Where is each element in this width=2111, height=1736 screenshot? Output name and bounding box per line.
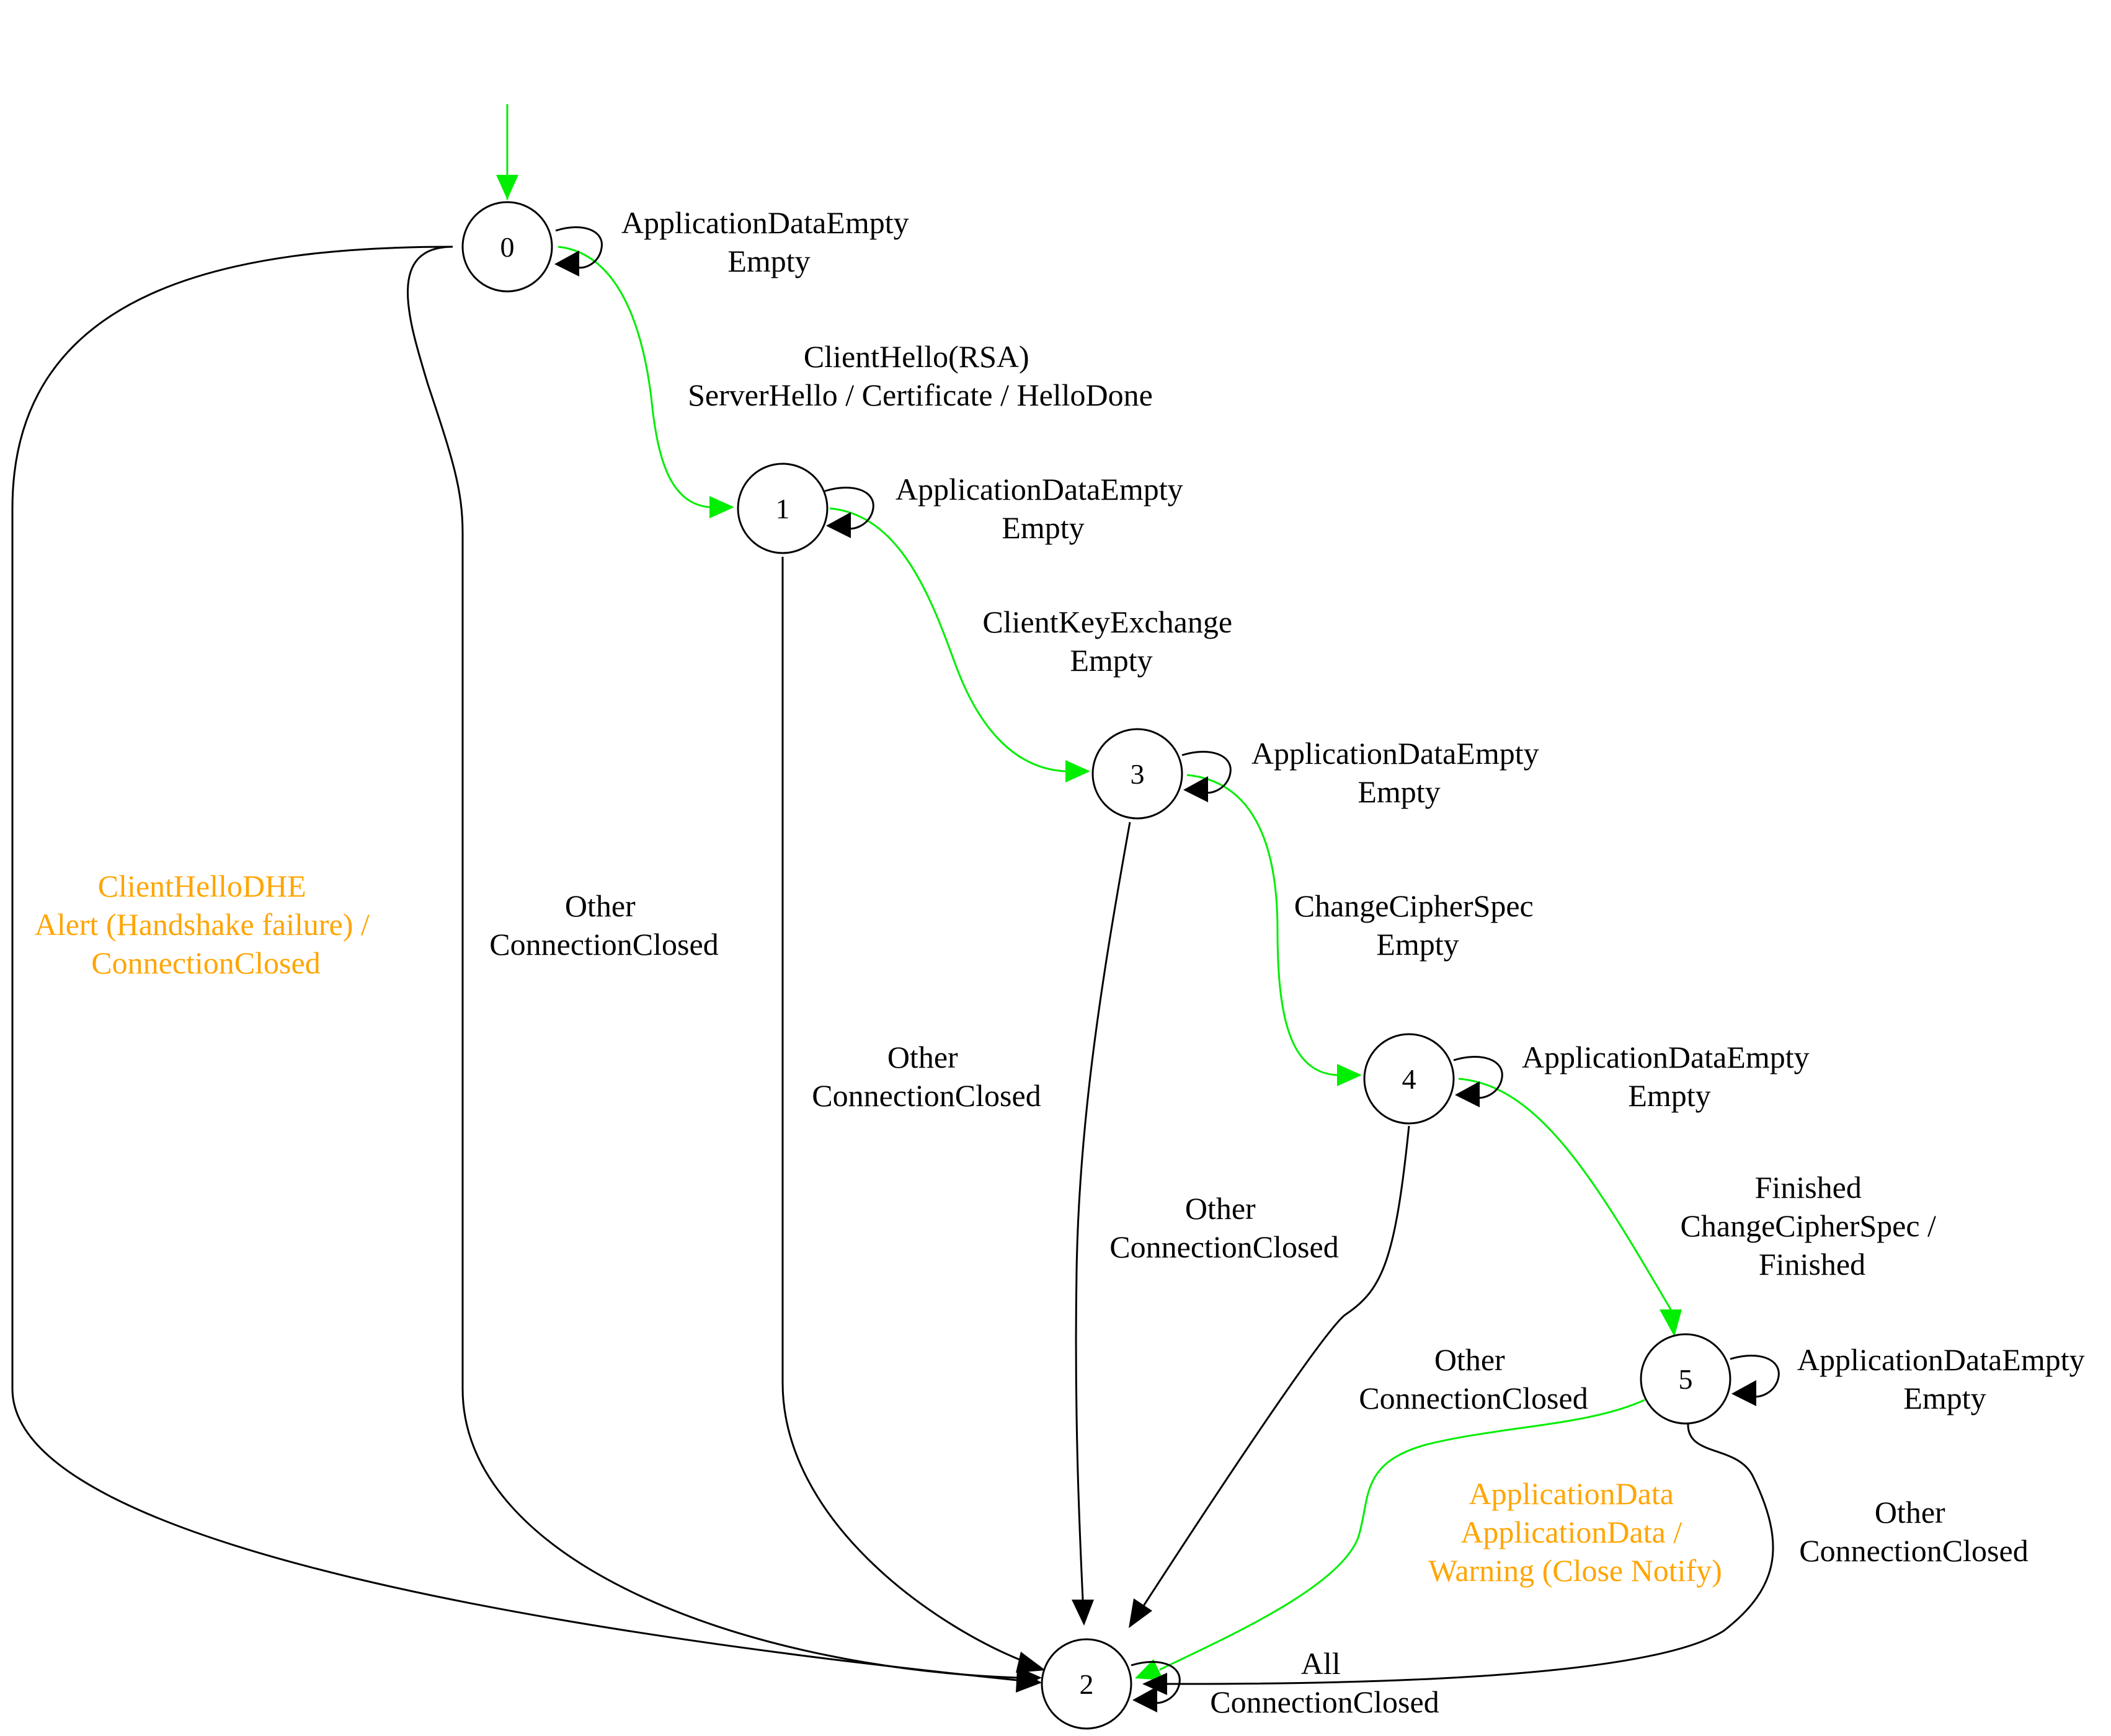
- edge-label-5-to-2-appdata: ApplicationData ApplicationData / Warnin…: [1428, 1476, 1722, 1588]
- state-label: 0: [500, 231, 515, 263]
- state-node-5: 5: [1640, 1333, 1731, 1425]
- edge-label-1-loop: ApplicationDataEmpty Empty: [896, 472, 1191, 545]
- edge-label-1-to-3: ClientKeyExchange Empty: [982, 604, 1240, 678]
- self-loop-1-arrowhead: [826, 512, 851, 538]
- self-loop-0-arrowhead: [554, 250, 579, 277]
- state-node-1: 1: [737, 463, 829, 554]
- edge-label-3-to-4: ChangeCipherSpec Empty: [1294, 888, 1542, 962]
- state-node-0: 0: [461, 201, 553, 293]
- edge-5-to-2-appdata: [1159, 1399, 1645, 1671]
- edge-label-0-loop: ApplicationDataEmpty Empty: [621, 205, 917, 278]
- state-node-4: 4: [1363, 1033, 1455, 1125]
- edge-5-to-2-other-arrowhead: [1142, 1673, 1167, 1695]
- edge-0-to-2-other: [407, 246, 1018, 1679]
- edge-5-to-2-other: [1167, 1423, 1774, 1685]
- edge-4-to-5: [1458, 1078, 1672, 1310]
- edge-label-5-to-2-other: Other ConnectionClosed: [1799, 1495, 2028, 1568]
- edge-4-to-2: [1142, 1125, 1410, 1606]
- state-label: 4: [1402, 1063, 1416, 1095]
- self-loop-1: [824, 487, 874, 530]
- edge-label-3-to-2: Other ConnectionClosed: [1109, 1191, 1338, 1264]
- edge-1-to-3: [829, 507, 1066, 773]
- edge-1-to-2: [781, 557, 1025, 1663]
- edge-label-4-to-5: Finished ChangeCipherSpec / Finished: [1681, 1170, 1944, 1282]
- edge-label-4-to-2: Other ConnectionClosed: [1359, 1342, 1588, 1415]
- edge-4-to-2-arrowhead: [1129, 1598, 1152, 1628]
- self-loop-4-arrowhead: [1455, 1081, 1480, 1107]
- edge-0-to-1-arrowhead: [709, 496, 734, 518]
- self-loop-4: [1453, 1056, 1503, 1099]
- edge-label-3-loop: ApplicationDataEmpty Empty: [1251, 736, 1547, 809]
- state-label: 3: [1131, 758, 1145, 790]
- self-loop-5-arrowhead: [1731, 1380, 1756, 1406]
- self-loop-2: [1131, 1661, 1181, 1704]
- state-label: 2: [1080, 1668, 1094, 1700]
- self-loop-3-arrowhead: [1183, 776, 1208, 802]
- edge-3-to-2: [1075, 822, 1131, 1600]
- edge-label-5-loop: ApplicationDataEmpty Empty: [1797, 1342, 2092, 1415]
- state-label: 1: [776, 493, 790, 525]
- self-loop-5: [1730, 1355, 1780, 1398]
- edge-1-to-3-arrowhead: [1065, 760, 1090, 782]
- edge-label-0-to-1: ClientHello(RSA) ServerHello / Certifica…: [688, 339, 1153, 412]
- edge-3-to-4: [1186, 774, 1338, 1076]
- edge-label-0-to-2-other: Other ConnectionClosed: [489, 888, 718, 962]
- edge-4-to-5-arrowhead: [1660, 1309, 1682, 1337]
- state-node-3: 3: [1091, 728, 1183, 820]
- state-label: 5: [1679, 1363, 1693, 1395]
- state-node-2: 2: [1041, 1638, 1132, 1730]
- edge-3-to-2-arrowhead: [1072, 1600, 1094, 1626]
- edge-5-to-2-appdata-arrowhead: [1135, 1659, 1163, 1680]
- edge-1-to-2-arrowhead: [1016, 1652, 1046, 1673]
- edge-0-to-1: [558, 246, 710, 508]
- self-loop-3: [1181, 751, 1232, 794]
- edge-3-to-4-arrowhead: [1337, 1064, 1362, 1086]
- self-loop-0: [555, 226, 603, 269]
- edge-label-1-to-2: Other ConnectionClosed: [812, 1040, 1041, 1113]
- initial-arrowhead: [496, 175, 518, 200]
- edge-0-to-2-dhe: [11, 246, 1018, 1681]
- edge-label-4-loop: ApplicationDataEmpty Empty: [1522, 1040, 1817, 1113]
- edge-label-2-loop: All ConnectionClosed: [1210, 1646, 1439, 1719]
- self-loop-2-arrowhead: [1132, 1686, 1157, 1712]
- edge-label-0-to-2-dhe: ClientHelloDHE Alert (Handshake failure)…: [35, 869, 378, 980]
